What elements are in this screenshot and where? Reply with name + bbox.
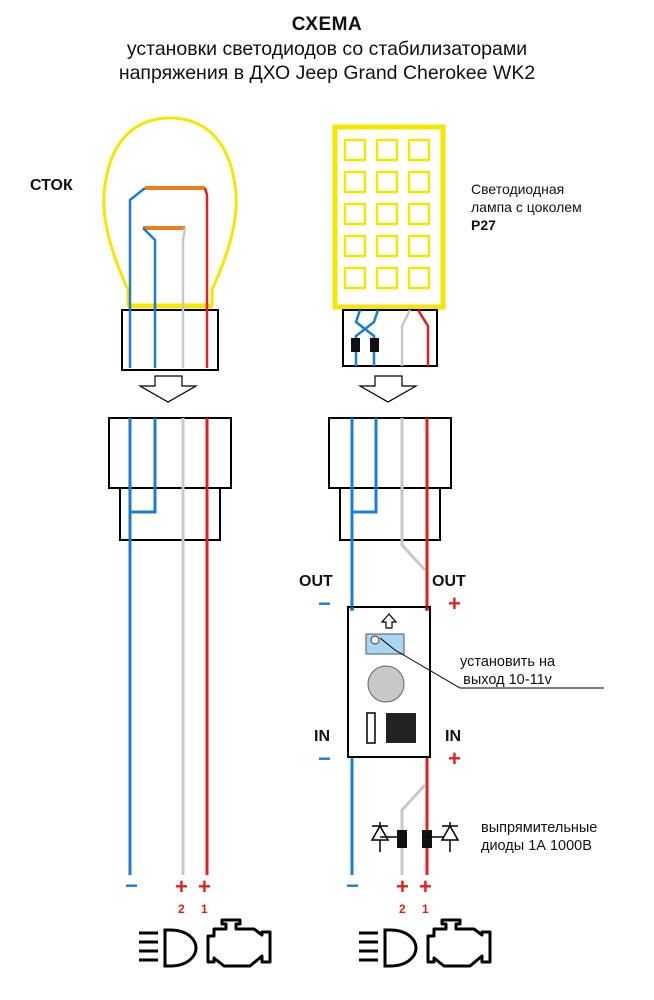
out-label-left: OUT bbox=[299, 573, 333, 590]
engine-icon bbox=[206, 918, 272, 968]
stabilizer-pin-header bbox=[366, 712, 376, 744]
stock-wire-blue-inner bbox=[142, 227, 157, 368]
led-socket-diode-b bbox=[370, 338, 379, 352]
stabilizer-adjust-note-line1: установить на bbox=[460, 654, 556, 670]
left-terminal-plus-1: + bbox=[198, 874, 211, 899]
led-socket-diode-a bbox=[351, 338, 360, 352]
stock-wire-gray bbox=[181, 227, 187, 368]
headlight-icon bbox=[139, 928, 198, 968]
led-wire-gray bbox=[400, 309, 412, 366]
led-chip bbox=[407, 202, 431, 226]
led-connector bbox=[328, 417, 452, 875]
right-terminal-index-1: 1 bbox=[422, 902, 429, 916]
led-chip bbox=[343, 266, 367, 290]
led-chip bbox=[343, 138, 367, 162]
headlight-icon bbox=[359, 928, 418, 968]
stabilizer-direction-arrow bbox=[380, 613, 398, 629]
stock-connector bbox=[108, 417, 232, 875]
out-label-right: OUT bbox=[432, 573, 466, 590]
led-lamp-label-line3: P27 bbox=[471, 217, 496, 233]
diode-left-symbol bbox=[370, 824, 390, 841]
stock-line-minus-bridge bbox=[130, 418, 157, 514]
diode-body-red-line bbox=[422, 830, 432, 848]
led-lamp bbox=[332, 124, 446, 367]
stabilizer-adjust-note-line2: выход 10-11v bbox=[463, 672, 552, 688]
right-terminal-minus: − bbox=[346, 873, 359, 898]
out-minus-sign: − bbox=[318, 591, 331, 616]
led-chip bbox=[407, 138, 431, 162]
diodes-label-line1: выпрямительные bbox=[481, 820, 598, 836]
in-label-left: IN bbox=[314, 728, 330, 745]
right-terminal-plus-2: + bbox=[396, 874, 409, 899]
led-chip bbox=[375, 170, 399, 194]
stabilizer-adjust-note: установить на выход 10-11v bbox=[460, 653, 555, 689]
led-wire-red bbox=[416, 309, 430, 366]
adjust-note-leader bbox=[379, 637, 604, 689]
left-terminal-index-2: 2 bbox=[178, 902, 185, 916]
led-chip bbox=[407, 266, 431, 290]
right-terminal-index-2: 2 bbox=[399, 902, 406, 916]
in-minus-sign: − bbox=[318, 746, 331, 771]
stock-bulb-socket bbox=[121, 309, 219, 371]
left-terminal-minus: − bbox=[125, 873, 138, 898]
rectifier-diodes bbox=[370, 822, 460, 852]
stabilizer-out-plus-pad bbox=[425, 607, 429, 611]
led-chip bbox=[375, 234, 399, 258]
led-chip bbox=[375, 202, 399, 226]
voltage-stabilizer bbox=[347, 606, 604, 758]
diode-body-gray-line bbox=[397, 830, 407, 848]
right-terminal-plus-1: + bbox=[419, 874, 432, 899]
diodes-label: выпрямительные диоды 1А 1000В bbox=[481, 819, 597, 855]
stock-connector-body bbox=[108, 417, 232, 489]
led-connector-body bbox=[328, 417, 452, 489]
led-chip bbox=[375, 138, 399, 162]
insert-arrow-left bbox=[137, 375, 199, 403]
trimmer-screw-icon bbox=[370, 635, 380, 645]
led-chip bbox=[343, 202, 367, 226]
led-chip bbox=[343, 170, 367, 194]
led-chip bbox=[407, 170, 431, 194]
in-label-right: IN bbox=[445, 728, 461, 745]
diagram-subtitle-line1: установки светодиодов со стабилизаторами bbox=[126, 38, 528, 60]
stock-wire-red bbox=[203, 187, 209, 368]
led-lamp-label: Светодиодная лампа с цоколем P27 bbox=[471, 180, 582, 234]
led-lamp-label-line1: Светодиодная bbox=[471, 181, 565, 197]
stabilizer-out-minus-pad bbox=[350, 607, 354, 611]
stock-bulb bbox=[102, 116, 238, 371]
stock-bulb-label: СТОК bbox=[30, 177, 73, 194]
stabilizer-chip bbox=[386, 713, 416, 743]
engine-icon bbox=[426, 918, 492, 968]
diodes-label-line2: диоды 1А 1000В bbox=[481, 838, 592, 854]
left-terminal-index-1: 1 bbox=[201, 902, 208, 916]
led-chip bbox=[407, 234, 431, 258]
led-line-gray-top bbox=[400, 418, 427, 572]
insert-arrow-right bbox=[357, 375, 419, 403]
led-matrix bbox=[343, 138, 431, 290]
in-plus-sign: + bbox=[448, 746, 461, 771]
out-plus-sign: + bbox=[448, 591, 461, 616]
stock-bulb-glass bbox=[102, 116, 238, 307]
led-lamp-label-line2: лампа с цоколем bbox=[471, 199, 582, 215]
diagram-subtitle-line2: напряжения в ДХО Jeep Grand Cherokee WK2 bbox=[118, 62, 536, 84]
stock-wire-blue-outer bbox=[128, 187, 146, 368]
diode-right-symbol bbox=[440, 824, 460, 841]
diagram-title: СХЕМА bbox=[291, 14, 363, 35]
stabilizer-capacitor bbox=[367, 665, 405, 703]
left-terminal-plus-2: + bbox=[175, 874, 188, 899]
led-line-plus-2 bbox=[400, 783, 427, 875]
stock-connector-neck bbox=[119, 487, 221, 541]
led-line-minus-bridge bbox=[352, 418, 378, 514]
led-chip bbox=[375, 266, 399, 290]
led-connector-neck bbox=[339, 487, 441, 541]
led-chip bbox=[343, 234, 367, 258]
